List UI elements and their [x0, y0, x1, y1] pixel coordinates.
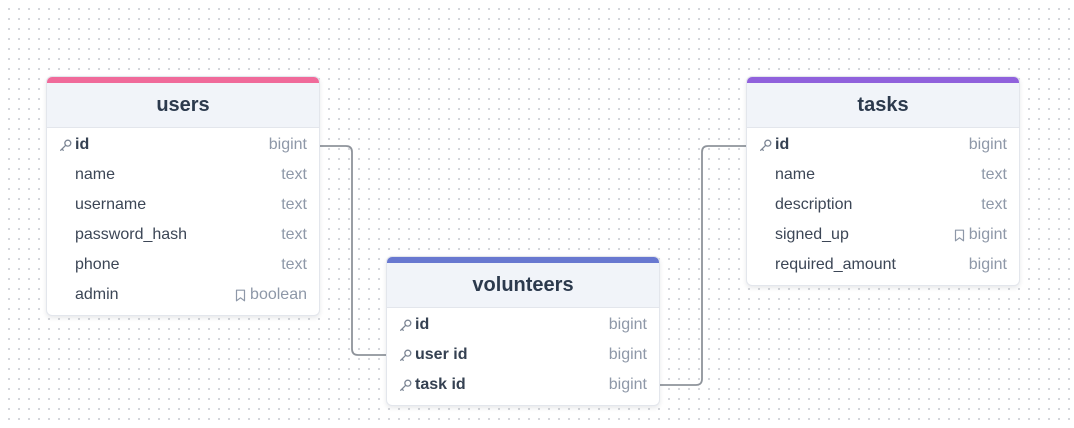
column-type-label: text — [281, 256, 307, 273]
key-icon — [59, 137, 74, 153]
table-title[interactable]: tasks — [747, 83, 1019, 128]
key-icon — [759, 137, 774, 153]
column-type-label: bigint — [968, 136, 1007, 153]
column-type-label: bigint — [968, 256, 1007, 273]
column-list: id bigint name text description text signed_up… — [747, 128, 1019, 285]
icon-spacer — [59, 257, 74, 273]
column-type-label: bigint — [608, 376, 647, 393]
column-row[interactable]: phone text — [47, 250, 319, 280]
column-name: password_hash — [75, 226, 188, 243]
column-type-label: text — [281, 196, 307, 213]
table-title[interactable]: volunteers — [387, 263, 659, 308]
column-type: text — [981, 196, 1007, 214]
column-row[interactable]: admin boolean — [47, 280, 319, 310]
column-type: boolean — [235, 286, 307, 304]
column-row[interactable]: name text — [47, 160, 319, 190]
column-type: text — [981, 166, 1007, 184]
column-name: required_amount — [775, 256, 896, 273]
connector-volunteers-tasks[interactable] — [657, 145, 747, 386]
icon-spacer — [759, 227, 774, 243]
icon-spacer — [59, 287, 74, 303]
column-row[interactable]: signed_up bigint — [747, 220, 1019, 250]
column-type-label: bigint — [268, 136, 307, 153]
icon-spacer — [59, 167, 74, 183]
table-color-bar — [47, 77, 319, 83]
column-type-label: bigint — [608, 346, 647, 363]
table-tasks[interactable]: tasks id bigint name text description text sig… — [746, 76, 1020, 286]
column-type: bigint — [969, 136, 1007, 154]
bookmark-icon — [954, 229, 965, 242]
column-type: text — [281, 256, 307, 274]
column-row[interactable]: user id bigint — [387, 340, 659, 370]
icon-spacer — [759, 197, 774, 213]
column-type: bigint — [609, 376, 647, 394]
key-icon — [399, 347, 414, 363]
column-name: name — [775, 166, 816, 183]
column-type: bigint — [969, 256, 1007, 274]
column-type-label: text — [981, 166, 1007, 183]
column-type-label: bigint — [968, 226, 1007, 243]
column-type: bigint — [609, 316, 647, 334]
column-type-label: bigint — [608, 316, 647, 333]
column-name: task id — [415, 376, 466, 393]
table-color-bar — [387, 257, 659, 263]
column-name: username — [75, 196, 147, 213]
column-type-label: text — [981, 196, 1007, 213]
column-name: name — [75, 166, 116, 183]
column-name: id — [775, 136, 790, 153]
icon-spacer — [759, 167, 774, 183]
icon-spacer — [759, 257, 774, 273]
column-name: id — [415, 316, 430, 333]
table-volunteers[interactable]: volunteers id bigint user id bigint task id b… — [386, 256, 660, 406]
table-title[interactable]: users — [47, 83, 319, 128]
column-type: bigint — [954, 226, 1007, 244]
icon-spacer — [59, 197, 74, 213]
column-row[interactable]: description text — [747, 190, 1019, 220]
column-type: text — [281, 166, 307, 184]
column-name: id — [75, 136, 90, 153]
column-name: user id — [415, 346, 468, 363]
column-row[interactable]: required_amount bigint — [747, 250, 1019, 280]
column-row[interactable]: task id bigint — [387, 370, 659, 400]
column-type: bigint — [609, 346, 647, 364]
column-name: signed_up — [775, 226, 849, 243]
column-type-label: text — [281, 226, 307, 243]
column-row[interactable]: id bigint — [387, 310, 659, 340]
column-name: phone — [75, 256, 120, 273]
column-type-label: text — [281, 166, 307, 183]
column-row[interactable]: username text — [47, 190, 319, 220]
column-list: id bigint user id bigint task id bigint — [387, 308, 659, 405]
key-icon — [399, 377, 414, 393]
column-row[interactable]: name text — [747, 160, 1019, 190]
column-type: text — [281, 226, 307, 244]
bookmark-icon — [235, 289, 246, 302]
table-color-bar — [747, 77, 1019, 83]
column-type: text — [281, 196, 307, 214]
icon-spacer — [59, 227, 74, 243]
column-row[interactable]: id bigint — [47, 130, 319, 160]
column-type: bigint — [269, 136, 307, 154]
column-type-label: boolean — [250, 286, 307, 303]
column-name: admin — [75, 286, 119, 303]
key-icon — [399, 317, 414, 333]
column-row[interactable]: password_hash text — [47, 220, 319, 250]
column-name: description — [775, 196, 853, 213]
connector-users-volunteers[interactable] — [317, 145, 387, 356]
column-row[interactable]: id bigint — [747, 130, 1019, 160]
